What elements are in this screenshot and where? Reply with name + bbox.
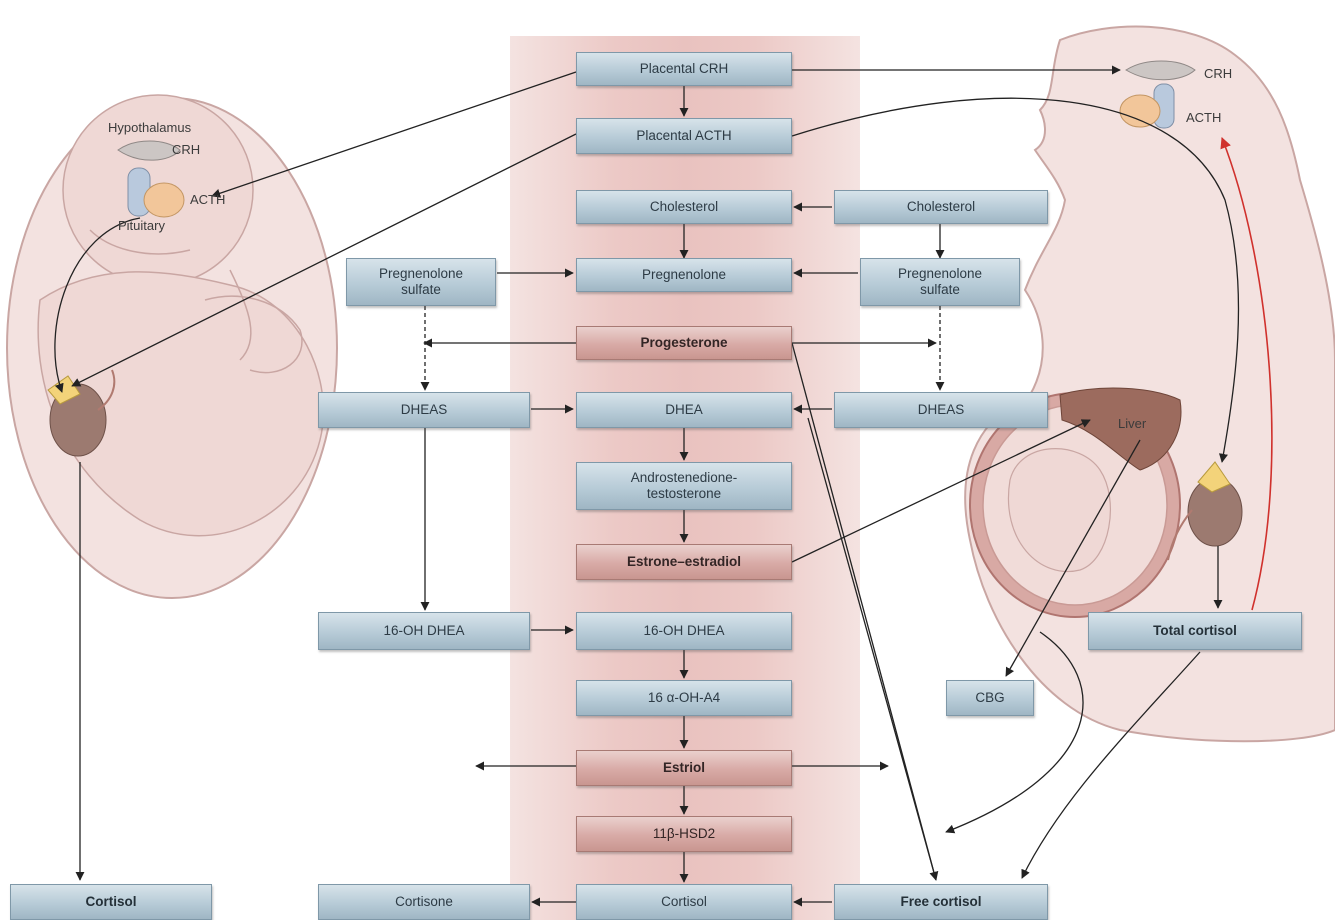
fetal-cortisol-node: Cortisol — [10, 884, 212, 920]
estrone-estradiol-node: Estrone–estradiol — [576, 544, 792, 580]
liver-label: Liver — [1118, 416, 1147, 431]
maternal-crh-label: CRH — [1204, 66, 1233, 81]
fetal-pregnenolone-sulfate-node: Pregnenolone sulfate — [346, 258, 496, 306]
cortisone-node: Cortisone — [318, 884, 530, 920]
pathway-arrows — [54, 65, 1240, 907]
oh-a4-node: 16 α-OH-A4 — [576, 680, 792, 716]
fetal-acth-label: ACTH — [190, 192, 226, 207]
androstenedione-node: Androstenedione- testosterone — [576, 462, 792, 510]
placental-crh-node: Placental CRH — [576, 52, 792, 86]
placental-pregnenolone-node: Pregnenolone — [576, 258, 792, 292]
placental-dhea-node: DHEA — [576, 392, 792, 428]
maternal-cholesterol-node: Cholesterol — [834, 190, 1048, 224]
progesterone-node: Progesterone — [576, 326, 792, 360]
maternal-acth-label: ACTH — [1186, 110, 1222, 125]
fetus-illustration — [6, 94, 338, 599]
free-cortisol-node: Free cortisol — [834, 884, 1048, 920]
fetal-crh-label: CRH — [172, 142, 201, 157]
fetal-hypothalamus-label: Hypothalamus — [108, 120, 192, 135]
mother-illustration — [964, 25, 1335, 743]
placental-cholesterol-node: Cholesterol — [576, 190, 792, 224]
estriol-node: Estriol — [576, 750, 792, 786]
fetal-pituitary-label: Pituitary — [118, 218, 165, 233]
cbg-node: CBG — [946, 680, 1034, 716]
placental-acth-node: Placental ACTH — [576, 118, 792, 154]
maternal-dheas-node: DHEAS — [834, 392, 1048, 428]
fetal-16oh-dhea-node: 16-OH DHEA — [318, 612, 530, 650]
hsd2-node: 11β-HSD2 — [576, 816, 792, 852]
maternal-pregnenolone-sulfate-node: Pregnenolone sulfate — [860, 258, 1020, 306]
negative-feedback-arrow — [1220, 136, 1273, 611]
fetal-dheas-node: DHEAS — [318, 392, 530, 428]
total-cortisol-node: Total cortisol — [1088, 612, 1302, 650]
placental-16oh-dhea-node: 16-OH DHEA — [576, 612, 792, 650]
placental-cortisol-node: Cortisol — [576, 884, 792, 920]
